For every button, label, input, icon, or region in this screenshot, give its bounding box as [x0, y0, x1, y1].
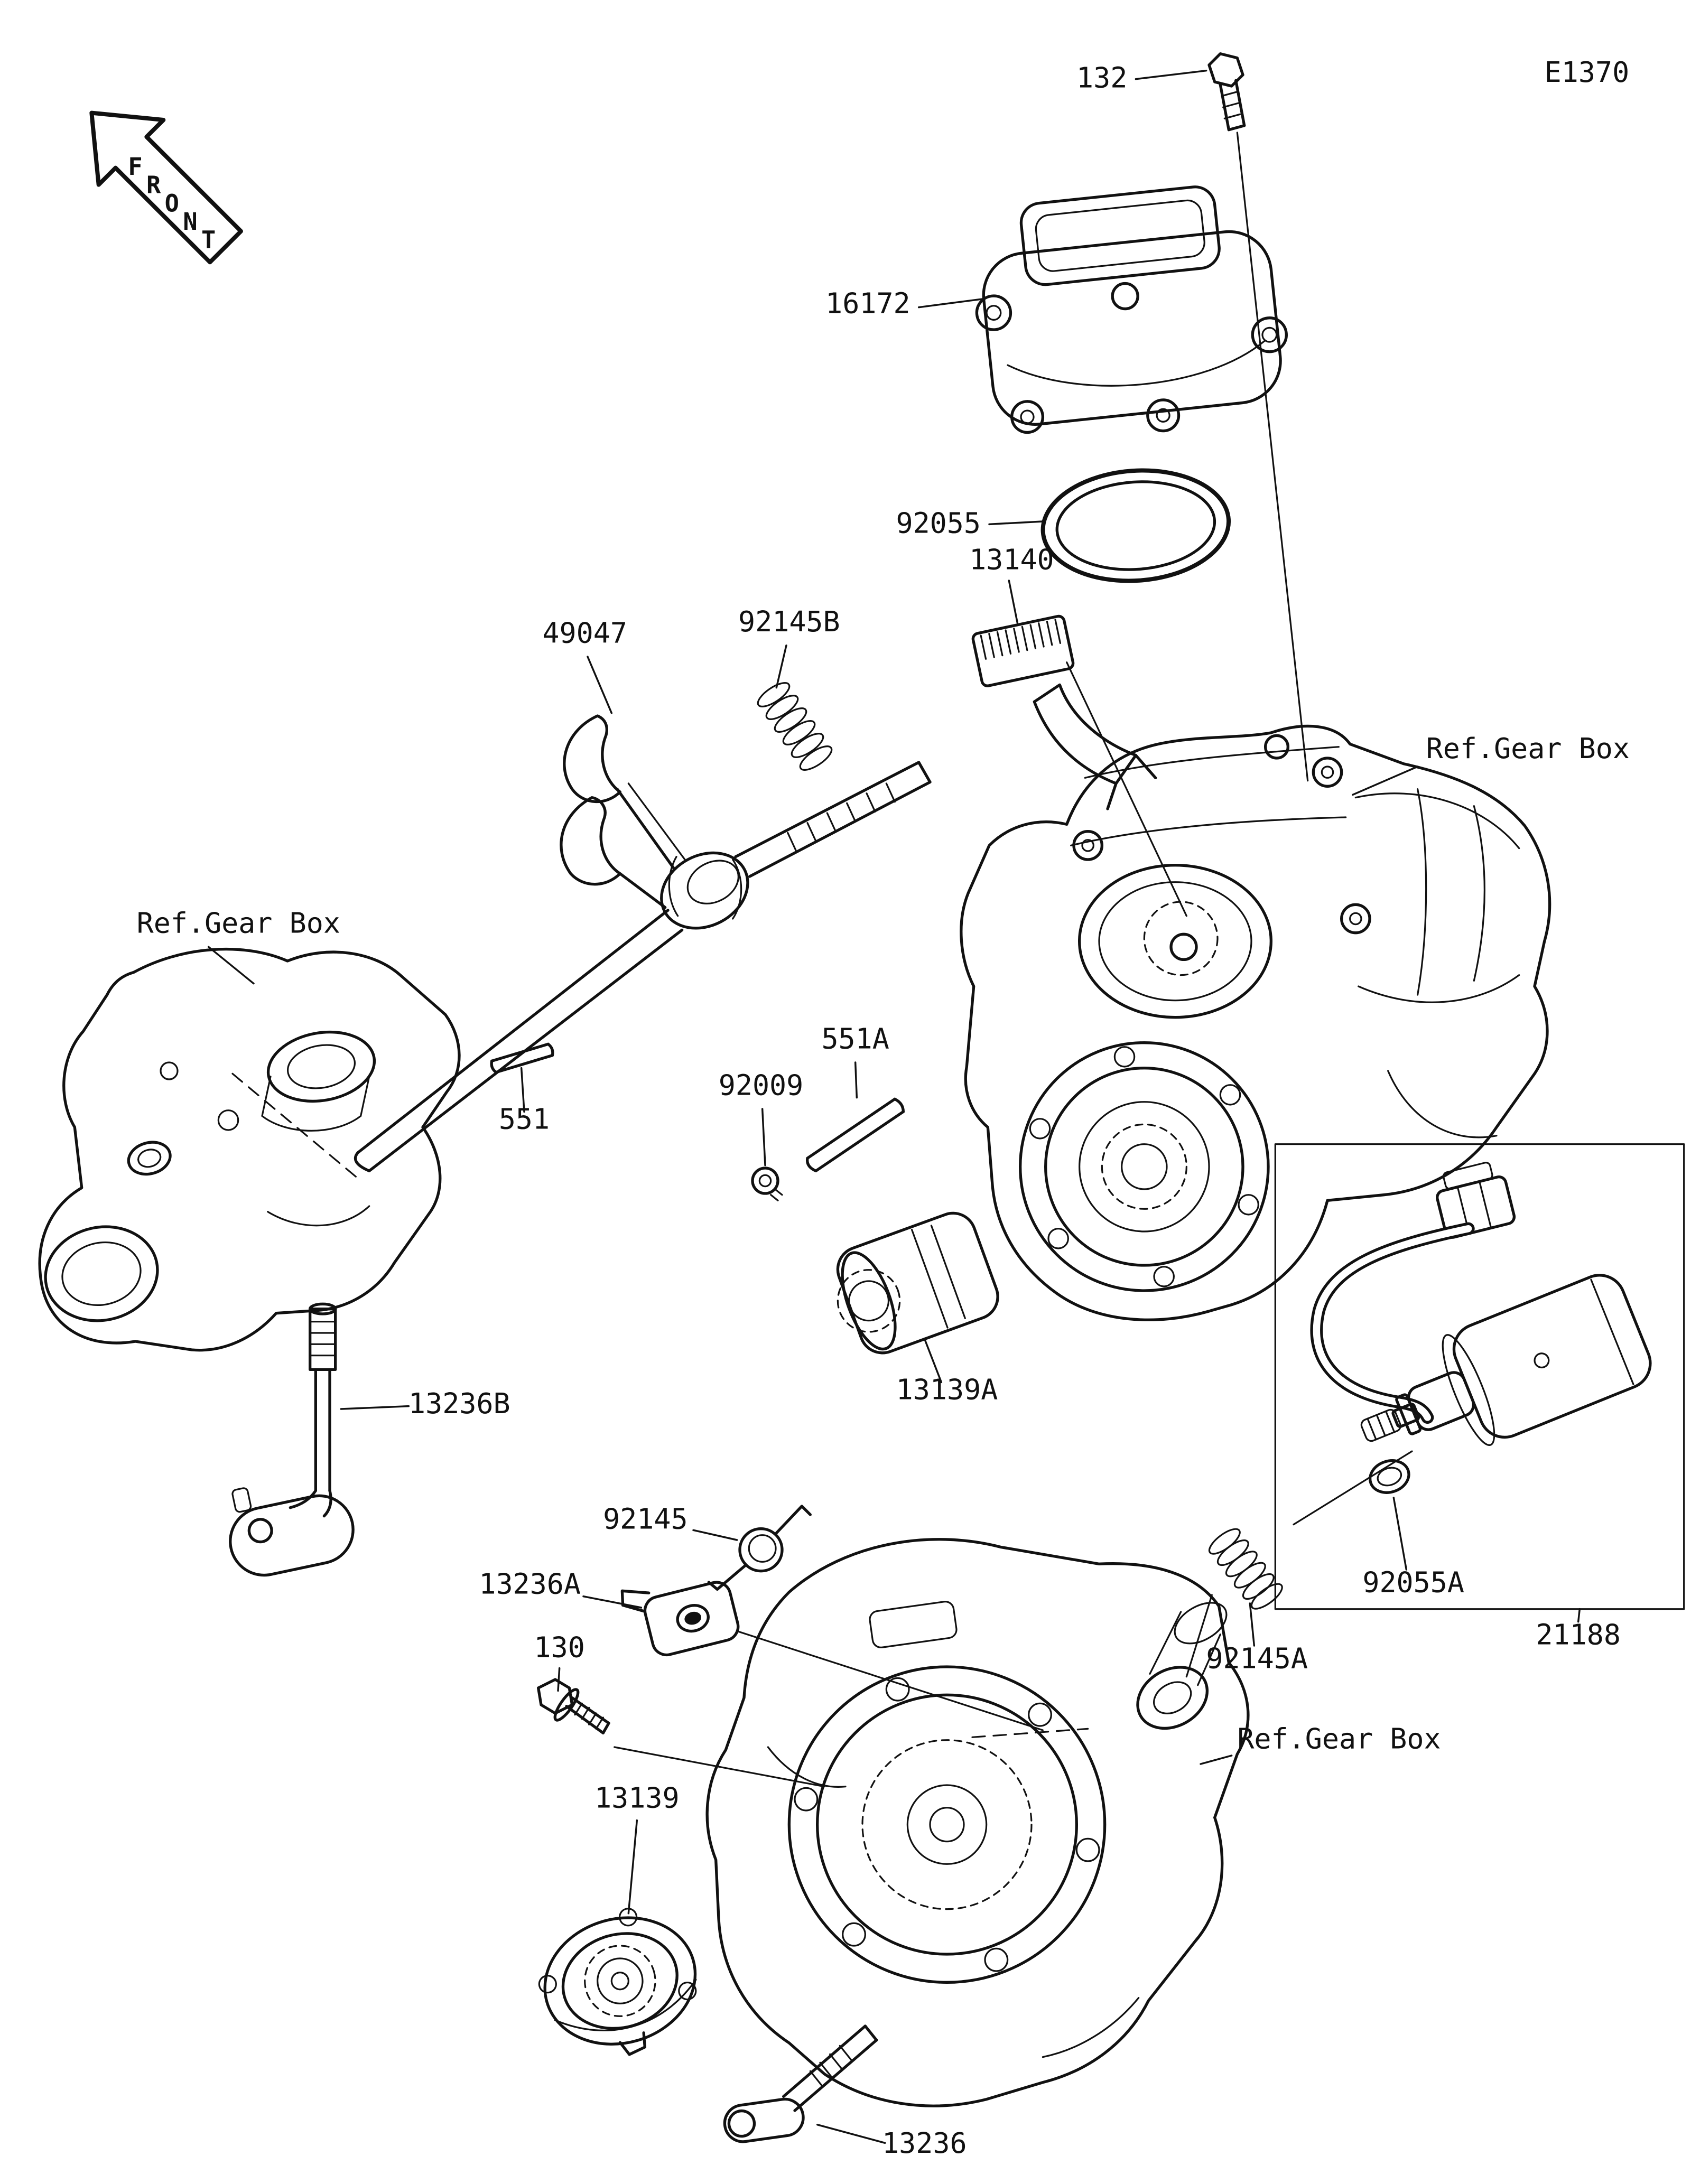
part-label-92145: 92145: [603, 1502, 688, 1536]
part-13236A-clamp: [620, 1581, 740, 1657]
part-92145A-spring: [1208, 1528, 1283, 1610]
front-letter-4: T: [201, 226, 216, 254]
front-arrow: F R O N T: [89, 110, 243, 265]
part-label-49047: 49047: [542, 616, 627, 649]
part-92055A-oring: [1369, 1459, 1410, 1494]
wire-outline: [1310, 1222, 1475, 1424]
part-92145B-spring: [757, 682, 833, 771]
front-letter-0: F: [128, 153, 142, 181]
part-label-13140: 13140: [969, 543, 1054, 576]
part-13236B-lever: [229, 1302, 355, 1577]
part-13236-shaft: [723, 2024, 878, 2143]
diagram-code: E1370: [1545, 55, 1630, 89]
part-92055-oring: [1040, 468, 1231, 583]
part-13139A-sleeve: [836, 1211, 999, 1355]
part-label-551A: 551A: [821, 1022, 889, 1055]
part-label-21188: 21188: [1536, 1618, 1621, 1651]
front-letter-1: R: [146, 171, 161, 199]
part-label-16172: 16172: [825, 286, 910, 320]
part-13139-coupling: [538, 1908, 697, 2056]
part-label-92145B: 92145B: [738, 605, 840, 638]
part-label-13236: 13236: [882, 2126, 967, 2160]
front-letter-3: N: [183, 208, 197, 236]
part-label-132: 132: [1076, 61, 1127, 95]
wire-core: [1313, 1225, 1472, 1421]
part-551-pin: [490, 1042, 554, 1074]
part-551A-pin: [806, 1097, 905, 1172]
front-arrow-shape: [89, 110, 243, 265]
part-label-130: 130: [534, 1630, 585, 1664]
part-label-13236B: 13236B: [408, 1387, 510, 1420]
part-label-92009: 92009: [719, 1068, 804, 1102]
part-21188-actuator: [1274, 1143, 1685, 1610]
part-13140-cam: [971, 614, 1157, 810]
ref-gear-box-bottom: [705, 1538, 1250, 2107]
part-92009-screw: [751, 1166, 783, 1201]
front-letter-2: O: [165, 189, 179, 217]
part-label-13139A: 13139A: [896, 1373, 998, 1406]
part-label-92145A: 92145A: [1206, 1642, 1308, 1675]
part-label-92055: 92055: [896, 506, 981, 539]
part-92145-spring: [707, 1505, 812, 1591]
ref-label-right: Ref.Gear Box: [1426, 732, 1630, 765]
part-21188-box: [1274, 1143, 1685, 1610]
ref-label-bottom: Ref.Gear Box: [1237, 1722, 1441, 1756]
part-label-13236A: 13236A: [479, 1567, 581, 1600]
part-label-13139: 13139: [594, 1781, 680, 1815]
ref-label-left: Ref.Gear Box: [137, 907, 340, 940]
ref-gear-box-right: [960, 724, 1551, 1321]
part-49047-fork: [354, 714, 932, 1172]
part-132-bolt: [1207, 52, 1246, 132]
part-label-92055A: 92055A: [1362, 1566, 1464, 1599]
construction-lines: [231, 132, 1413, 1788]
part-16172-cover: [975, 185, 1288, 434]
part-130-bolt: [537, 1678, 610, 1734]
